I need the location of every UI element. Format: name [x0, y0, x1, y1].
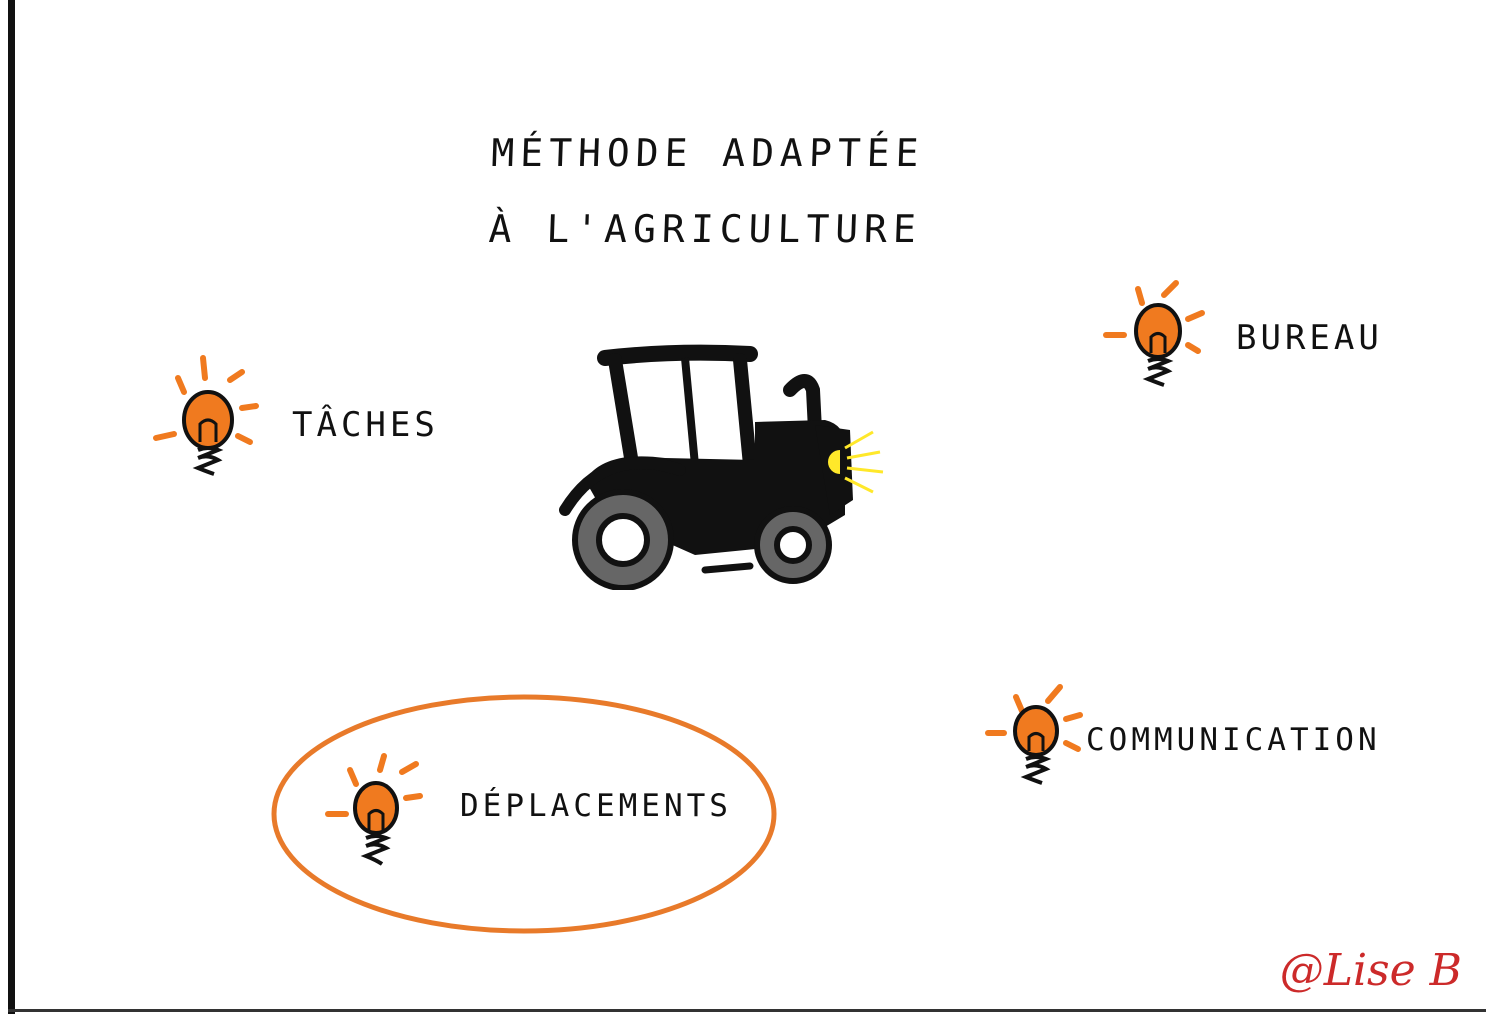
lightbulb-icon [985, 684, 1083, 785]
label-communication: COMMUNICATION [1086, 722, 1381, 758]
lightbulb-icon [153, 355, 259, 476]
title-line-2: À L'AGRICULTURE [487, 207, 923, 251]
label-taches: TÂCHES [292, 405, 439, 445]
tractor-illustration [559, 344, 884, 590]
label-deplacements: DÉPLACEMENTS [460, 788, 732, 824]
bottom-border [8, 1009, 1486, 1012]
lightbulb-icon [325, 753, 423, 866]
signature: @Lise B [1279, 945, 1462, 996]
lightbulb-icon [1103, 280, 1205, 387]
title-line-1: MÉTHODE ADAPTÉE [490, 131, 926, 175]
page-title: MÉTHODE ADAPTÉE À L'AGRICULTURE [487, 115, 925, 267]
label-bureau: BUREAU [1236, 318, 1383, 358]
left-border [8, 0, 15, 1014]
highlight-ellipse [271, 694, 777, 934]
